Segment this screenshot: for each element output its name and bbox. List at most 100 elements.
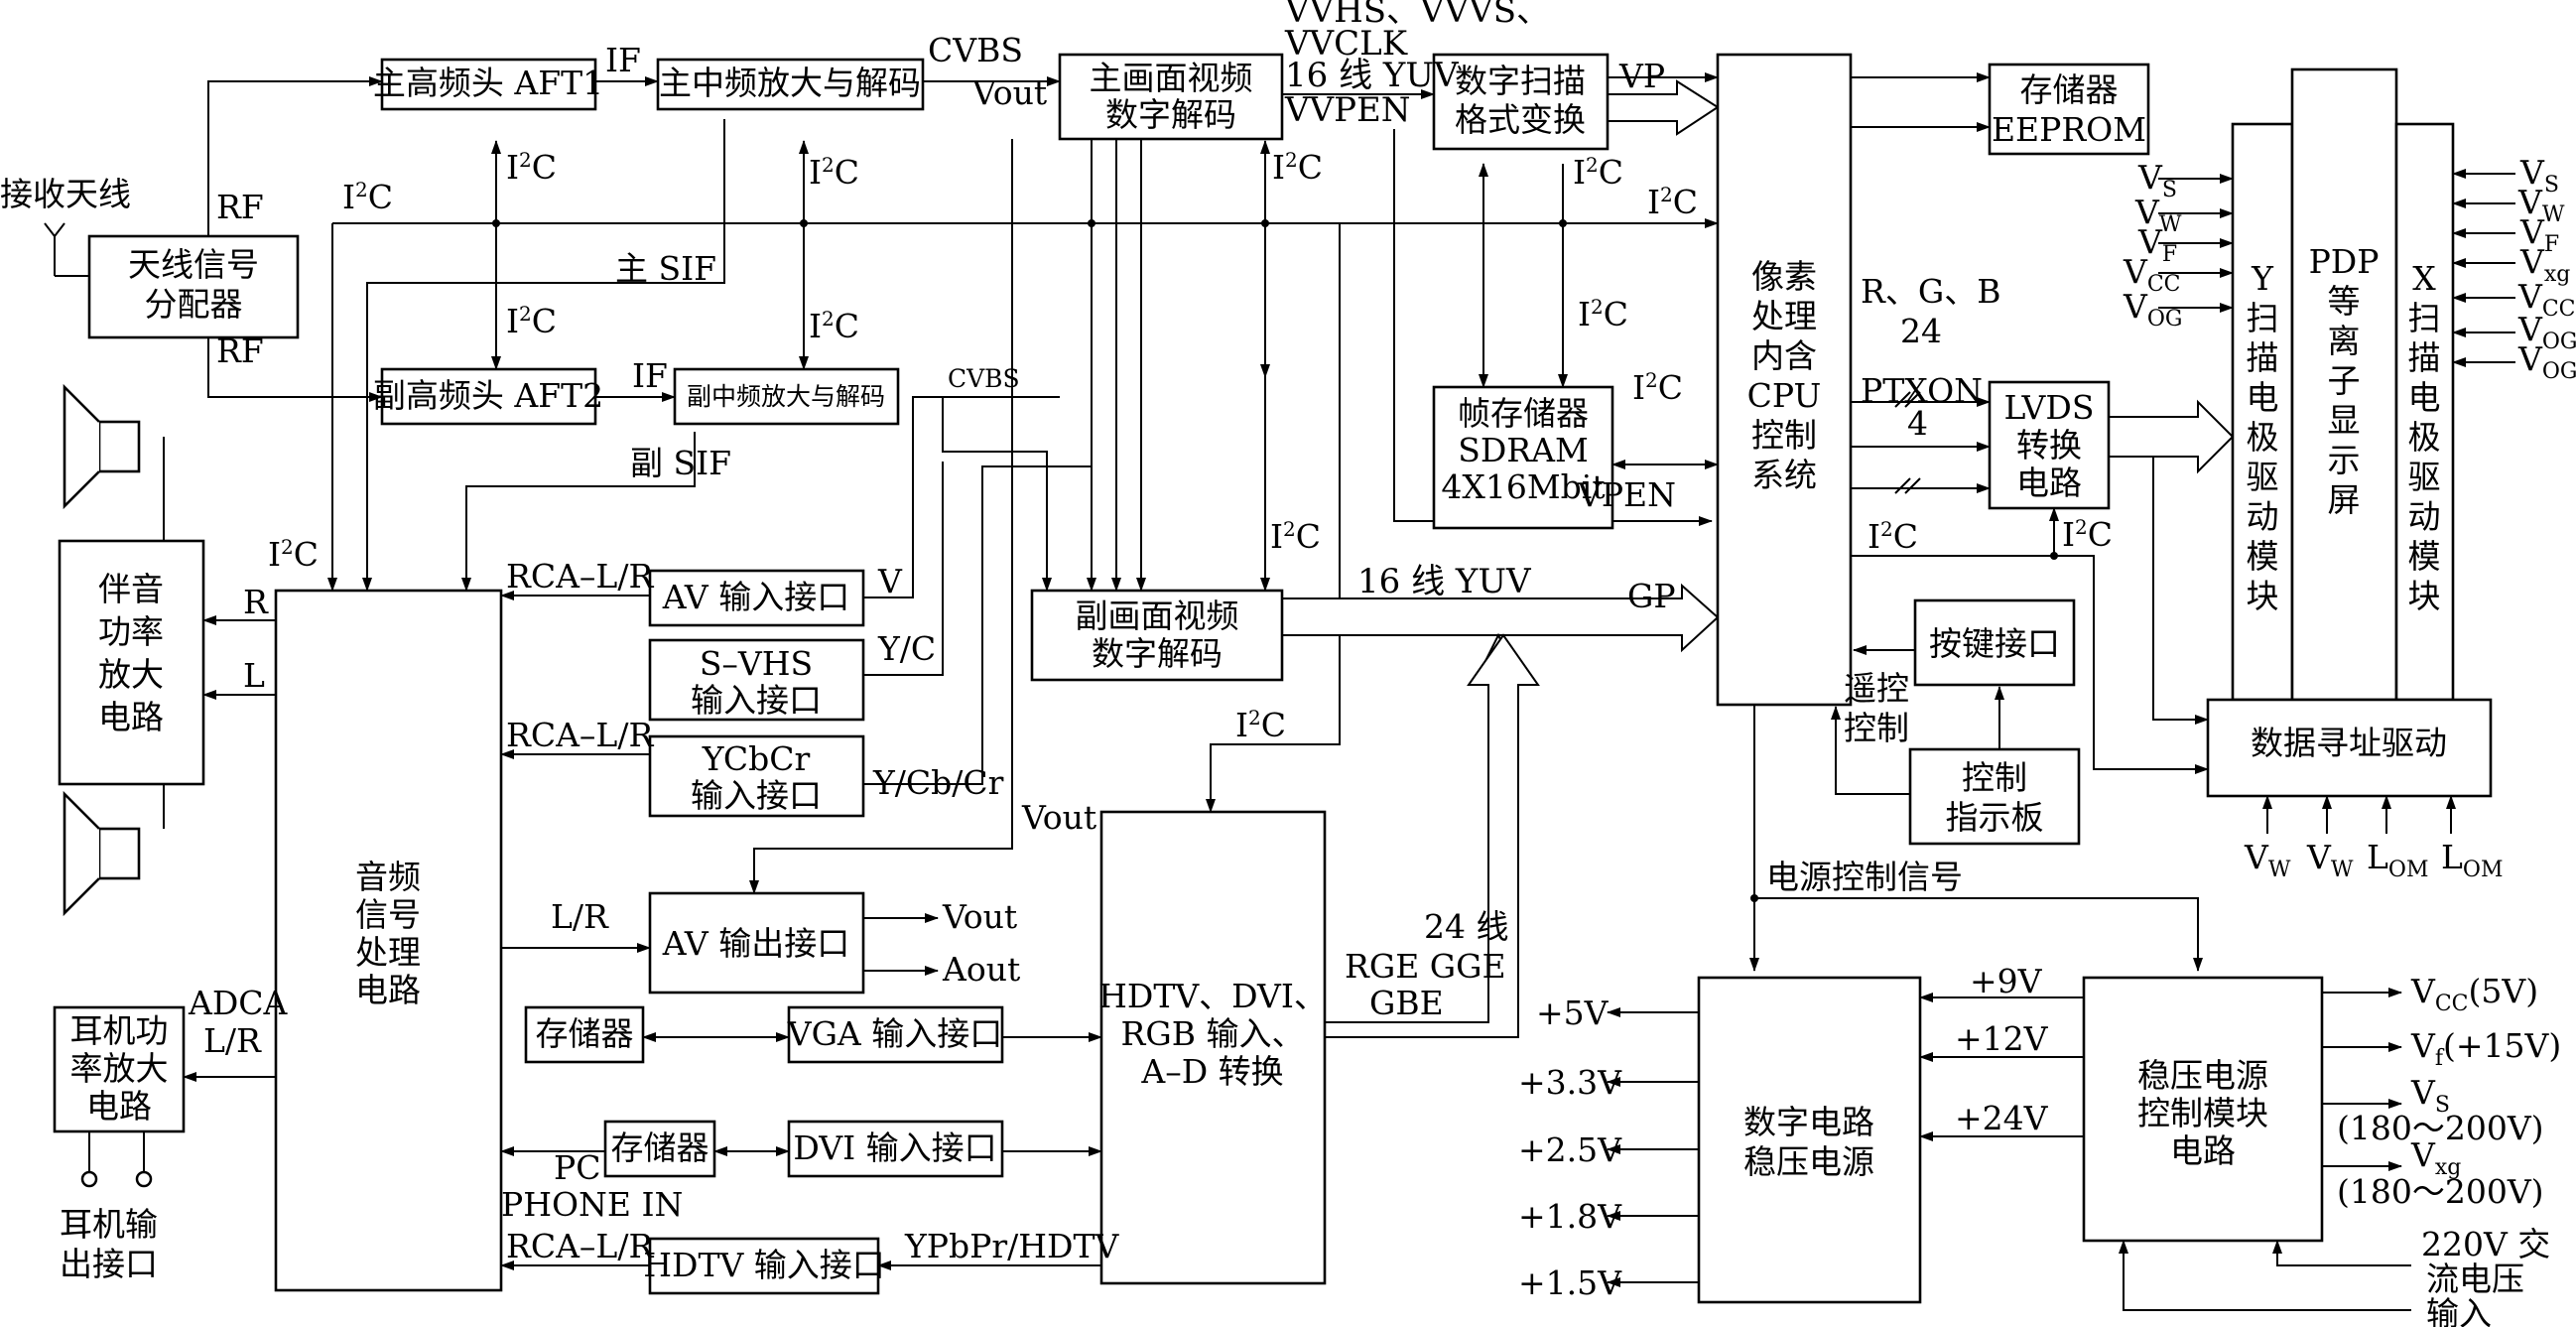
- i2c-label: I2C: [506, 302, 557, 340]
- p24-label: +24V: [1955, 1099, 2049, 1137]
- remote-label-1: 遥控: [1844, 669, 1909, 708]
- svg-text:VW: VW: [2244, 838, 2291, 882]
- lr-label: L/R: [551, 897, 609, 936]
- svg-text:扫: 扫: [2408, 299, 2441, 337]
- svg-text:VF: VF: [2519, 212, 2559, 257]
- ycbcr-signal-label: Y/Cb/Cr: [872, 763, 1004, 802]
- lvds-line3: 电路: [2016, 464, 2082, 502]
- i2c-label: I2C: [809, 153, 859, 192]
- y-scan-voltage-labels: VS VW VF VCC VOG: [2123, 158, 2182, 332]
- pixel-cpu-line6: 系统: [1751, 456, 1817, 494]
- i2c-label: I2C: [1632, 368, 1683, 407]
- av-out-label: AV 输出接口: [662, 924, 850, 963]
- svg-text:驱: 驱: [2408, 458, 2441, 496]
- i2c-label: I2C: [506, 148, 557, 187]
- scan-convert-box: [1432, 53, 1610, 151]
- rca-lr-label-3: RCA–L/R: [506, 1227, 654, 1265]
- rgbe-label-1: RGE GGE: [1345, 947, 1506, 986]
- vga-in-label: VGA 输入接口: [787, 1014, 1003, 1053]
- n4-label: 4: [1907, 404, 1928, 443]
- i2c-label: I2C: [1272, 148, 1323, 187]
- x-scan-label: X 扫 描 电 极 驱 动 模 块: [2408, 259, 2441, 615]
- yc-label: Y/C: [877, 629, 936, 668]
- if-label-sub: IF: [632, 356, 668, 395]
- sub-tuner-box: [380, 367, 597, 426]
- memory1-box: [524, 1005, 645, 1064]
- i2c-label: I2C: [809, 307, 859, 345]
- dvi-in-label: DVI 输入接口: [793, 1128, 996, 1167]
- audio-amp-line1: 伴音: [98, 570, 164, 608]
- ac-label-3: 输入: [2426, 1294, 2492, 1327]
- svg-text:VOG: VOG: [2517, 310, 2576, 354]
- vpen-label: VPEN: [1577, 475, 1676, 514]
- pixel-cpu-line5: 控制: [1751, 416, 1817, 455]
- svg-text:X: X: [2412, 259, 2436, 298]
- r-label: R: [243, 583, 269, 621]
- vout-label-main: Vout: [971, 73, 1047, 112]
- svg-text:Vxg: Vxg: [2410, 1135, 2461, 1180]
- svg-text:扫: 扫: [2247, 299, 2279, 337]
- main-decoder-box: [1058, 53, 1284, 141]
- sub-if-label: 副中频放大与解码: [687, 382, 885, 411]
- sub-if-box: [673, 367, 900, 426]
- main-if-box: [656, 58, 925, 111]
- headphone-amp-line2: 率放大: [70, 1049, 169, 1088]
- svhs-in-line1: S–VHS: [700, 644, 813, 683]
- svg-text:VCC: VCC: [2123, 252, 2181, 297]
- sub-decoder-box: [1030, 589, 1284, 682]
- vout-label-av: Vout: [1021, 798, 1096, 837]
- hdtv-input-line1: HDTV、DVI、: [1098, 977, 1327, 1015]
- rf-label-top: RF: [216, 188, 264, 226]
- main-tuner-label: 主高频头 AFT1: [373, 64, 603, 102]
- ycbcr-in-line2: 输入接口: [691, 776, 822, 815]
- svg-text:VCC: VCC: [2517, 277, 2576, 322]
- svg-text:VOG: VOG: [2517, 339, 2576, 384]
- addr-voltage-labels: VW VW LOM LOM: [2244, 838, 2503, 882]
- regulator-line3: 电路: [2170, 1131, 2236, 1170]
- p5-label: +5V: [1536, 994, 1610, 1032]
- audio-proc-box: [274, 589, 503, 1292]
- vvhs-label: VVHS、VVVS、: [1284, 0, 1550, 31]
- svg-text:示: 示: [2328, 441, 2361, 479]
- vp-label: VP: [1618, 57, 1665, 95]
- svg-text:VW: VW: [2134, 193, 2182, 237]
- i2c-label: I2C: [1270, 517, 1321, 556]
- junction-dots: [492, 219, 2058, 902]
- i2c-label: I2C: [1868, 517, 1918, 556]
- svg-text:描: 描: [2247, 338, 2279, 377]
- x-scan-box: [2394, 122, 2455, 702]
- svg-text:离: 离: [2328, 322, 2361, 360]
- pc-label: PC: [554, 1148, 600, 1187]
- svg-text:VS: VS: [2410, 1073, 2450, 1118]
- vga-in-box: [787, 1005, 1004, 1064]
- yuv16-label-sub: 16 线 YUV: [1357, 562, 1532, 601]
- av-in-box: [648, 569, 865, 627]
- i2c-labels: I2C I2C I2C I2C I2C I2C I2C I2C I2C I2C …: [268, 148, 2113, 744]
- av-in-label: AV 输入接口: [662, 578, 850, 616]
- key-if-box: [1913, 598, 2076, 687]
- if-label-main: IF: [605, 41, 641, 79]
- eeprom-line2: EEPROM: [1992, 110, 2146, 149]
- p15-label: +1.5V: [1518, 1263, 1622, 1302]
- p33-label: +3.3V: [1518, 1063, 1622, 1102]
- digital-reg-box: [1697, 976, 1922, 1304]
- svg-text:子: 子: [2328, 361, 2361, 400]
- frame-memory-line3: 4X16Mbit: [1441, 467, 1605, 506]
- digital-reg-line2: 稳压电源: [1743, 1142, 1874, 1181]
- n24-label: 24: [1900, 312, 1942, 350]
- svg-text:VOG: VOG: [2123, 287, 2182, 332]
- frame-memory-line2: SDRAM: [1458, 431, 1589, 469]
- av-out-box: [648, 891, 865, 995]
- i2c-label: I2C: [1578, 295, 1628, 333]
- main-decoder-line1: 主画面视频: [1090, 59, 1253, 97]
- sub-decoder-line2: 数字解码: [1092, 634, 1223, 673]
- svg-text:模: 模: [2247, 537, 2279, 576]
- v-label: V: [877, 562, 903, 600]
- splitter-line1: 天线信号: [128, 245, 259, 284]
- gp-label: GP: [1627, 577, 1676, 615]
- digital-reg-line1: 数字电路: [1743, 1103, 1874, 1141]
- regulator-box: [2082, 976, 2324, 1243]
- antenna-label: 接收天线: [0, 175, 131, 213]
- hdtv-in-label: HDTV 输入接口: [643, 1246, 885, 1284]
- audio-amp-line3: 放大: [98, 655, 164, 694]
